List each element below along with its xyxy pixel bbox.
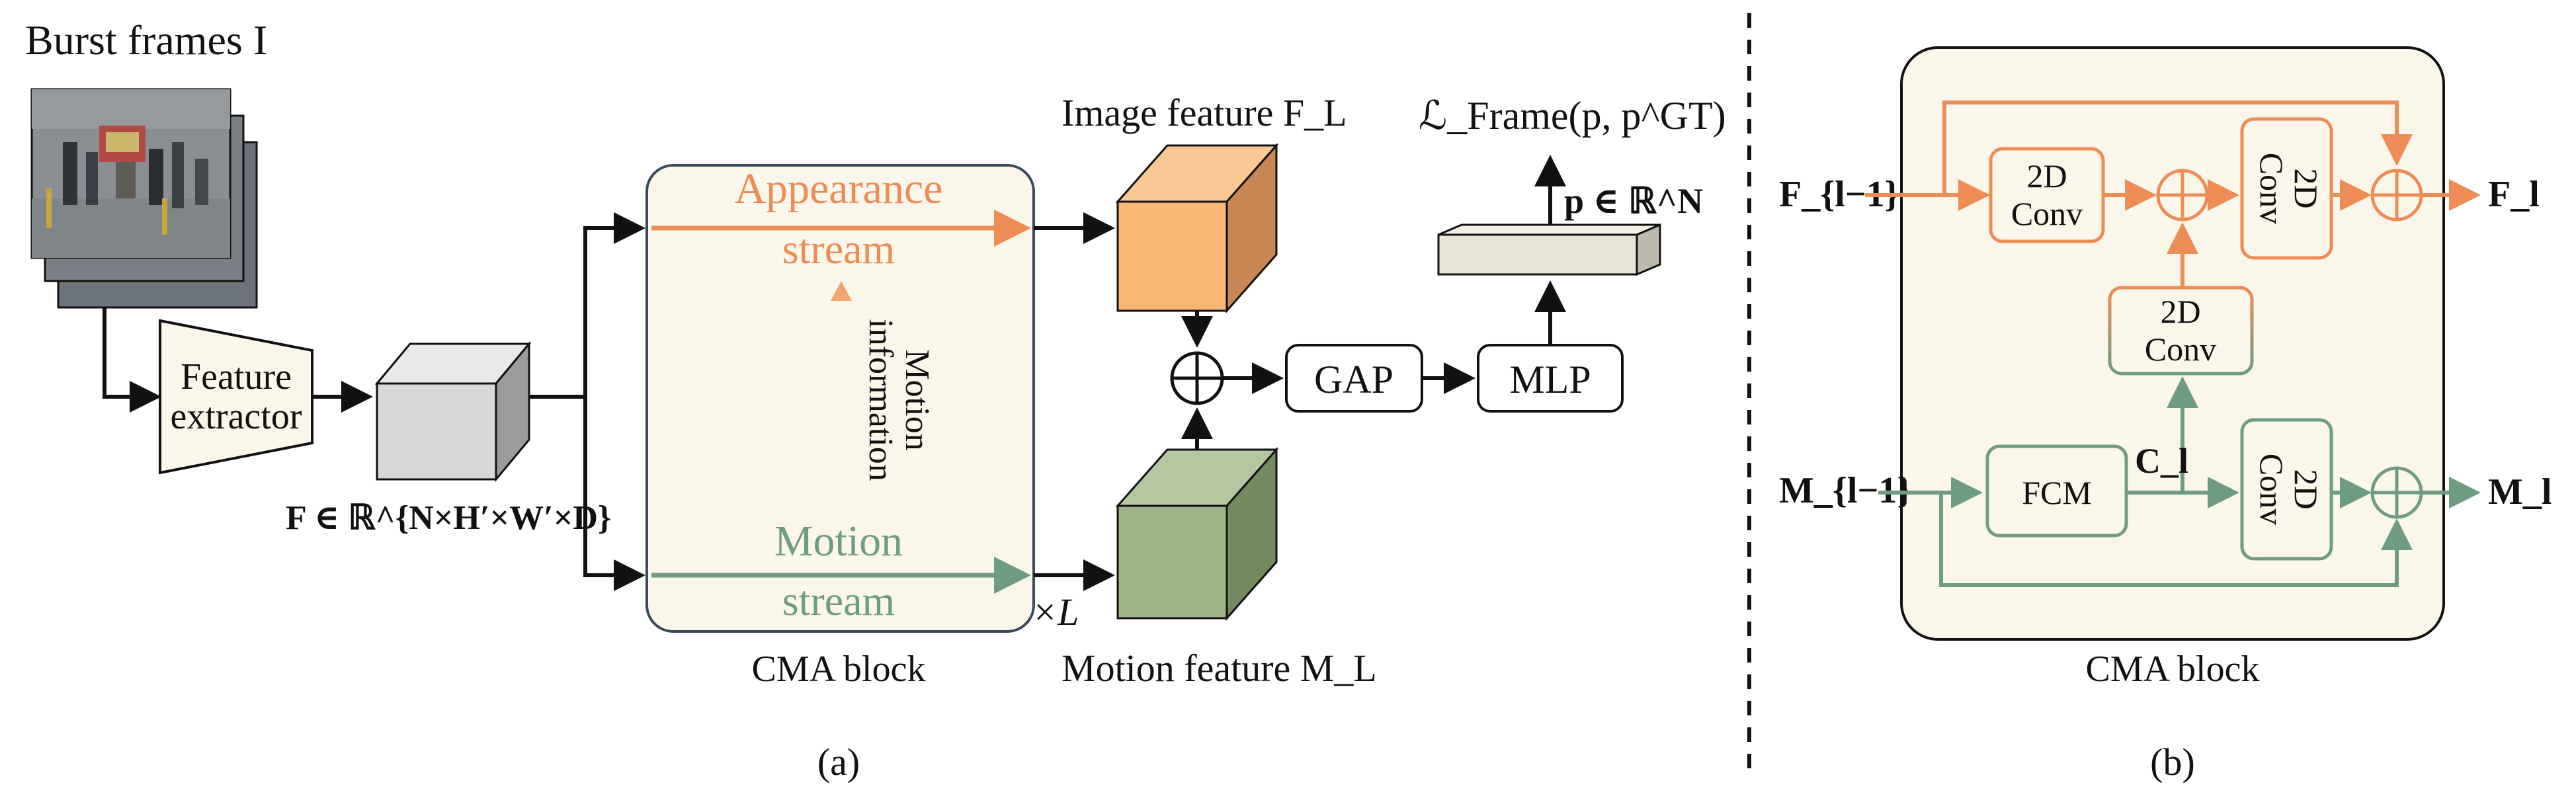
cma-block-a-label: CMA block [752, 649, 926, 690]
conv-cross-label-2: Conv [2145, 331, 2216, 368]
f-out-label: F_l [2488, 174, 2540, 215]
motion-feature-label: Motion feature M_L [1061, 647, 1377, 690]
motion-information-label-1: Motion [898, 349, 936, 450]
feature-tensor-label: F ∈ ℝ^{N×H′×W′×D} [286, 499, 611, 537]
output-vector-slab [1437, 223, 1661, 276]
sum-node-f2 [2370, 169, 2423, 222]
image-feature-cube [1115, 143, 1279, 313]
conv-cross-label-1: 2D [2160, 293, 2200, 330]
appearance-stream-label-2: stream [782, 225, 895, 272]
sum-node-m [2370, 466, 2423, 519]
caption-a: (a) [817, 741, 860, 784]
conv-box-f2 [2240, 117, 2333, 260]
appearance-stream-label-1: Appearance [734, 165, 942, 213]
feature-extractor-label-2: extractor [171, 396, 302, 437]
conv-f2-label-1: 2D [2288, 168, 2325, 208]
loss-label: ℒ_Frame(p, p^GT) [1419, 94, 1726, 138]
caption-b: (b) [2150, 741, 2195, 784]
sum-node-a [1170, 351, 1224, 405]
mlp-label: MLP [1509, 358, 1591, 401]
p-vector-label: p ∈ ℝ^N [1564, 181, 1703, 221]
feature-extractor-label-1: Feature [181, 356, 292, 397]
conv-m-label-1: 2D [2288, 469, 2325, 509]
burst-frame-image [30, 88, 231, 259]
motion-feature-cube [1115, 447, 1279, 621]
image-feature-label: Image feature F_L [1061, 91, 1347, 134]
sum-node-f1 [2156, 169, 2209, 222]
repeat-l-label: ×L [1032, 590, 1079, 633]
burst-frames-label: Burst frames I [25, 17, 267, 63]
conv-f1-label-1: 2D [2026, 157, 2067, 194]
burst-frames-stack [30, 88, 258, 309]
conv-box-m [2240, 418, 2333, 561]
m-out-label: M_l [2488, 471, 2552, 512]
conv-f1-label-2: Conv [2011, 195, 2083, 232]
motion-stream-label-2: stream [782, 577, 895, 624]
conv-f2-label-2: Conv [2253, 153, 2290, 224]
cma-block-b-label: CMA block [2086, 649, 2260, 690]
motion-stream-label-1: Motion [774, 517, 903, 565]
c-label: C_l [2135, 441, 2188, 481]
motion-information-label-2: information [862, 319, 899, 481]
conv-m-label-2: Conv [2253, 454, 2290, 525]
gap-label: GAP [1314, 358, 1393, 401]
feature-tensor-cube [374, 341, 532, 483]
fcm-label: FCM [2022, 474, 2092, 511]
feature-extractor-box [159, 319, 313, 475]
panel-b: F_{l−1} 2D Conv 2D Conv F_l 2D Conv [1779, 46, 2552, 784]
panel-a: Burst frames I Feat [25, 17, 1726, 784]
